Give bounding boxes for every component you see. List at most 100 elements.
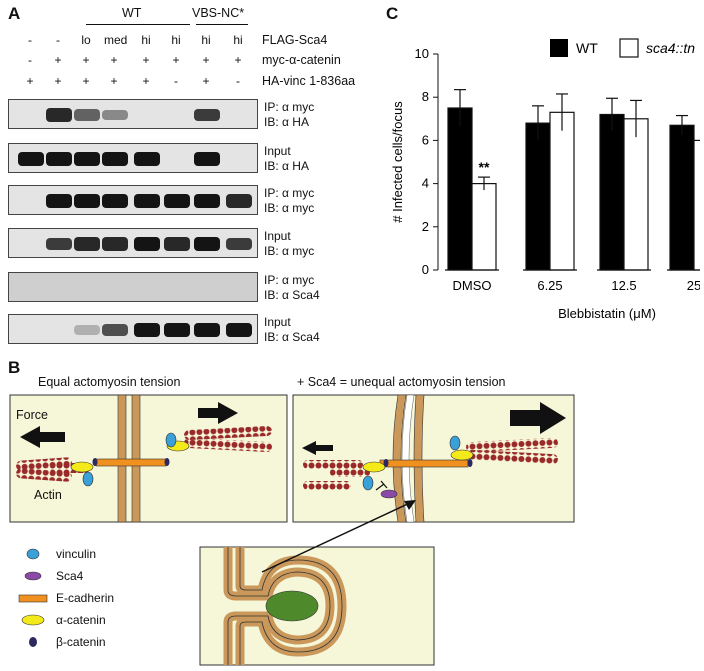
inhibition-mark: [375, 480, 388, 491]
right-e-cadherin: [379, 459, 469, 468]
treatment-ha-6: +: [202, 74, 210, 88]
row-label-flag: FLAG-Sca4: [262, 33, 328, 47]
treatment-ha-7: -: [236, 74, 240, 88]
blot-band: [194, 152, 220, 166]
inset-membrane-invagination: [223, 547, 347, 665]
right-beta-catenin-a: [383, 459, 389, 467]
treatment-ha-5: -: [174, 74, 178, 88]
blot-band: [74, 109, 100, 121]
blot-band: [134, 194, 160, 208]
treatment-ha-4: +: [142, 74, 150, 88]
blot-band: [134, 237, 160, 251]
right-actin-bundle-right: [466, 437, 558, 465]
treatment-myc-0: -: [28, 53, 32, 67]
treatment-ha-0: +: [26, 74, 34, 88]
blot-label-2-line2: IB: α myc: [264, 201, 315, 215]
treatment-flag-5: hi: [171, 33, 181, 47]
blot-band: [74, 152, 100, 166]
legend-item-e-cadherin: E-cadherin: [18, 587, 114, 609]
treatment-flag-1: -: [56, 33, 60, 47]
right-junction-membrane: [392, 394, 425, 523]
left-vinculin-a: [82, 471, 94, 487]
bars: [447, 89, 700, 271]
right-alpha-catenin-a: [362, 461, 386, 473]
blot-label-3-line1: Input: [264, 229, 291, 243]
blot-label-3-line2: IB: α myc: [264, 244, 315, 258]
treatment-myc-6: +: [202, 53, 210, 67]
blot-band: [194, 108, 220, 122]
blot-panel-4: [8, 272, 258, 302]
left-force-arrow-right: [198, 402, 238, 424]
vinculin-icon: [26, 548, 40, 560]
blot-band: [102, 152, 128, 166]
blot-band: [46, 237, 72, 251]
left-alpha-catenin-a: [70, 461, 94, 473]
blot-band: [18, 152, 44, 166]
left-beta-catenin-a: [92, 458, 98, 466]
blot-band: [226, 323, 252, 337]
bar-WT-12.5: [599, 113, 625, 271]
blot-label-4-line2: IB: α Sca4: [264, 288, 320, 302]
legend-item-alpha-catenin: α-catenin: [18, 609, 114, 631]
blot-label-5-line2: IB: α Sca4: [264, 330, 320, 344]
blot-band: [134, 152, 160, 166]
blot-band: [74, 325, 100, 335]
blot-band: [74, 194, 100, 208]
blot-panel-2: [8, 185, 258, 215]
blot-label-1-line1: Input: [264, 144, 291, 158]
blot-panel-1: [8, 143, 258, 173]
treatment-ha-1: +: [54, 74, 62, 88]
left-vinculin-b: [165, 432, 177, 448]
treatment-ha-3: +: [110, 74, 118, 88]
significance-marker: **: [479, 159, 490, 175]
right-vinculin-b: [449, 435, 461, 451]
legend-swatch-wt: [550, 39, 568, 57]
left-junction-membrane: [117, 394, 141, 523]
component-legend: vinculin Sca4 E-cadherin α-catenin β-cat…: [18, 543, 114, 653]
bar-WT-6.25: [525, 122, 551, 271]
force-label: Force: [16, 408, 48, 422]
legend-item-beta-catenin: β-catenin: [18, 631, 114, 653]
treatment-flag-7: hi: [233, 33, 243, 47]
blot-band: [134, 323, 160, 337]
x-tick-label: DMSO: [453, 278, 492, 293]
blot-label-1-line2: IB: α HA: [264, 159, 309, 173]
bar-sca4::tn-12.5: [623, 118, 649, 271]
group-vbs-line: [196, 24, 248, 25]
blot-band: [226, 237, 252, 251]
sca4-icon: [24, 571, 42, 581]
panel-c-letter: C: [386, 4, 399, 23]
blot-band: [226, 194, 252, 208]
blot-band: [164, 323, 190, 337]
treatment-myc-1: +: [54, 53, 62, 67]
blot-panel-5: [8, 314, 258, 344]
treatment-myc-2: +: [82, 53, 90, 67]
right-force-arrow-large: [510, 402, 566, 434]
treatment-flag-3: med: [104, 33, 128, 47]
bar-WT-25: [669, 124, 695, 271]
right-diagram-title: + Sca4 = unequal actomyosin tension: [297, 375, 506, 389]
right-alpha-catenin-b: [450, 449, 474, 461]
blot-band: [164, 237, 190, 251]
blot-band: [74, 237, 100, 251]
treatment-flag-2: lo: [81, 33, 91, 47]
legend-label-wt: WT: [576, 40, 598, 56]
bar-sca4::tn-6.25: [549, 111, 575, 271]
beta-catenin-icon: [29, 637, 37, 647]
left-actin-bundle-right: [184, 425, 272, 453]
bar-sca4::tn-DMSO: [471, 183, 497, 271]
blot-band: [194, 194, 220, 208]
blot-band: [46, 194, 72, 208]
inset-pointer-arrowhead: [404, 500, 416, 510]
blot-label-2-line1: IP: α myc: [264, 186, 315, 200]
blot-band: [164, 194, 190, 208]
blot-band: [102, 323, 128, 337]
treatment-myc-5: +: [172, 53, 180, 67]
group-wt-line: [86, 24, 190, 25]
inset-pointer-arrow: [261, 500, 415, 573]
left-diagram-title: Equal actomyosin tension: [38, 375, 181, 389]
x-tick-label: 25: [687, 278, 700, 293]
blot-panel-3: [8, 228, 258, 258]
